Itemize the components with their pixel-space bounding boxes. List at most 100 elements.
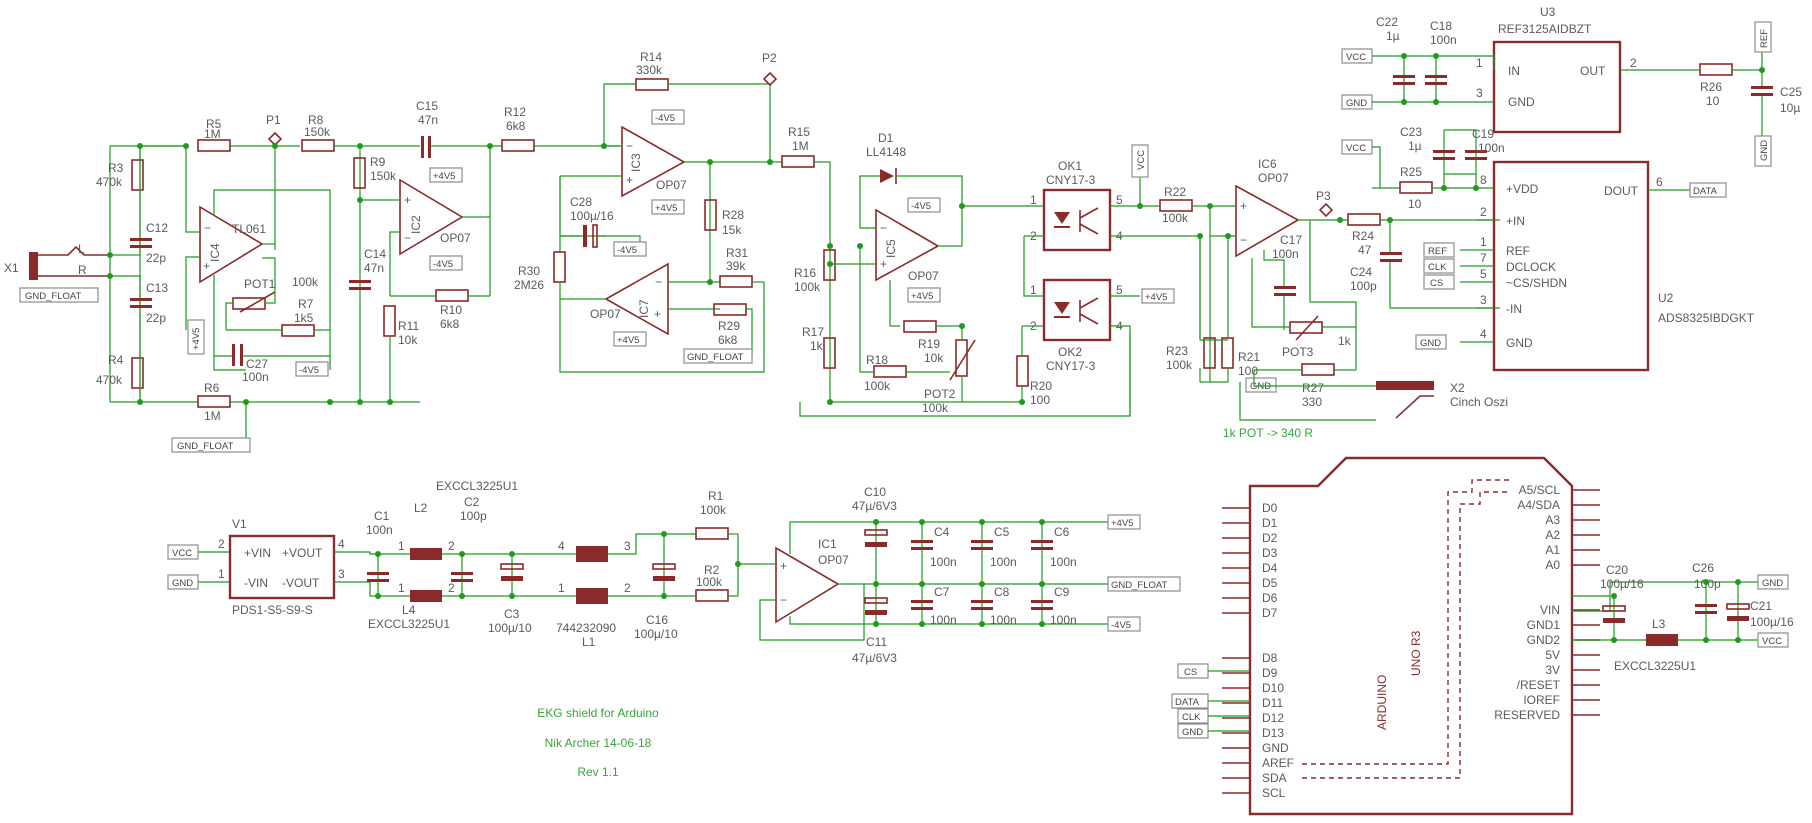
junction-dot (827, 261, 833, 267)
c3-value: 100µ/10 (488, 621, 532, 635)
r1-value: 100k (700, 503, 727, 517)
l3-value: EXCCL3225U1 (1614, 659, 1696, 673)
r12-value: 6k8 (506, 119, 526, 133)
pot-note: 1k POT -> 340 R (1223, 426, 1313, 440)
l2-pin2: 2 (448, 539, 455, 553)
c21-label: C21 (1750, 599, 1772, 613)
ok2-name: OK2 (1058, 345, 1082, 359)
c24-value: 100p (1350, 279, 1377, 293)
r5-value: 1M (204, 127, 221, 141)
l4-value: EXCCL3225U1 (368, 617, 450, 631)
r20-label: R20 (1030, 379, 1052, 393)
x1-jack (29, 252, 38, 280)
junction-dot (1441, 185, 1447, 191)
arduino-pin-label: 3V (1545, 663, 1560, 677)
u2-pin7-label: DCLOCK (1506, 260, 1556, 274)
c17-value: 100n (1272, 247, 1299, 261)
ok2-value: CNY17-3 (1046, 359, 1096, 373)
arduino-pin-label: D10 (1262, 681, 1284, 695)
pot3-value: 1k (1338, 334, 1352, 348)
m4v5-flag-psu-text: -4V5 (1111, 620, 1131, 631)
ic1-plus: + (780, 559, 787, 573)
v1-pin3-num: 3 (338, 567, 345, 581)
arduino-pin-label: 5V (1545, 648, 1560, 662)
l4-label: L4 (402, 603, 416, 617)
u3-pin-out: OUT (1580, 64, 1606, 78)
c3-label: C3 (504, 607, 520, 621)
p4v5-flag-ic5-text: +4V5 (911, 291, 933, 302)
arduino-pin-label: D1 (1262, 516, 1278, 530)
m4v5-flag-ic2-text: -4V5 (433, 259, 453, 270)
stage-ic6: R22 100k IC6 OP07 + − P3 R23 100k R21 10… (1140, 157, 1508, 421)
gnd-flag-c25 (1754, 135, 1772, 167)
c25-value: 10µ (1780, 101, 1800, 115)
u2-pin4-num: 4 (1480, 327, 1487, 341)
c27-value: 100n (242, 370, 269, 384)
junction-dot (1039, 621, 1045, 627)
data-flag-ard-text: DATA (1175, 697, 1200, 708)
junction-dot (1703, 637, 1709, 643)
ic7-plus: + (654, 307, 661, 321)
r4-value: 470k (96, 373, 123, 387)
junction-dots (107, 53, 1765, 643)
ref-flag-u2 (1423, 242, 1455, 258)
r22-value: 100k (1162, 211, 1189, 225)
ref-flag-u3-text: REF (1759, 29, 1770, 48)
junction-dot (707, 279, 713, 285)
r24-label: R24 (1352, 229, 1374, 243)
arduino-pin-label: D0 (1262, 501, 1278, 515)
gnd-float-flag-3 (683, 348, 753, 364)
junction-dot (827, 399, 833, 405)
p4v5-flag-ic2 (429, 167, 463, 183)
c7-value: 100n (930, 613, 957, 627)
r9-value: 150k (370, 169, 397, 183)
ic4-name: IC4 (208, 243, 222, 262)
c13-value: 22p (146, 311, 166, 325)
m4v5-flag-psu (1107, 616, 1141, 632)
arduino-pin-label: D6 (1262, 591, 1278, 605)
l4-pin2: 2 (448, 581, 455, 595)
r15-label: R15 (788, 125, 810, 139)
u3-pin-in: IN (1508, 64, 1520, 78)
junction-dot (661, 531, 667, 537)
ok2-pin1: 1 (1030, 283, 1037, 297)
junction-dot (1207, 203, 1213, 209)
junction-dot (919, 581, 925, 587)
c10-value: 47µ/6V3 (852, 499, 897, 513)
arduino-left-pins: D0D1D2D3D4D5D6D7D8D9D10D11D12D13GNDAREFS… (1222, 501, 1294, 800)
c12-value: 22p (146, 251, 166, 265)
c16-label: C16 (646, 613, 668, 627)
junction-dot (661, 593, 667, 599)
p4v5-flag-psu (1107, 514, 1141, 530)
ok1-value: CNY17-3 (1046, 173, 1096, 187)
junction-dot (1473, 185, 1479, 191)
v1-pin1-num: 1 (218, 567, 225, 581)
junction-dot (1433, 99, 1439, 105)
gnd-float-flag-3-text: GND_FLOAT (687, 352, 744, 363)
r10-value: 6k8 (440, 317, 460, 331)
arduino-pin-label: D13 (1262, 726, 1284, 740)
p4v5-flag-ic3-text: +4V5 (655, 203, 677, 214)
junction-dot (767, 159, 773, 165)
r29-value: 6k8 (718, 333, 738, 347)
arduino-pin-label: RESERVED (1494, 708, 1560, 722)
m4v5-flag-ic5-text: -4V5 (911, 201, 931, 212)
ic5-minus: − (880, 221, 887, 235)
junction-dot (979, 621, 985, 627)
stage-ic3-ic7: R12 6k8 R14 330k P2 IC3 OP07 − + C28 100… (501, 50, 778, 373)
arduino-pin-label: /RESET (1517, 678, 1561, 692)
r27-value: 330 (1302, 395, 1322, 409)
m4v5-flag-ic4-text: -4V5 (299, 365, 319, 376)
u2-pin4-label: GND (1506, 336, 1533, 350)
r4-label: R4 (108, 353, 124, 367)
u2-value: ADS8325IBDGKT (1658, 311, 1755, 325)
junction-dot (919, 519, 925, 525)
v1-pin4-num: 4 (338, 537, 345, 551)
junction-dot (735, 561, 741, 567)
arduino-pin-label: D4 (1262, 561, 1278, 575)
u3-pin3-num: 3 (1476, 86, 1483, 100)
r31-label: R31 (726, 246, 748, 260)
c21-value: 100µ/16 (1750, 615, 1794, 629)
ic3-value: OP07 (656, 178, 687, 192)
